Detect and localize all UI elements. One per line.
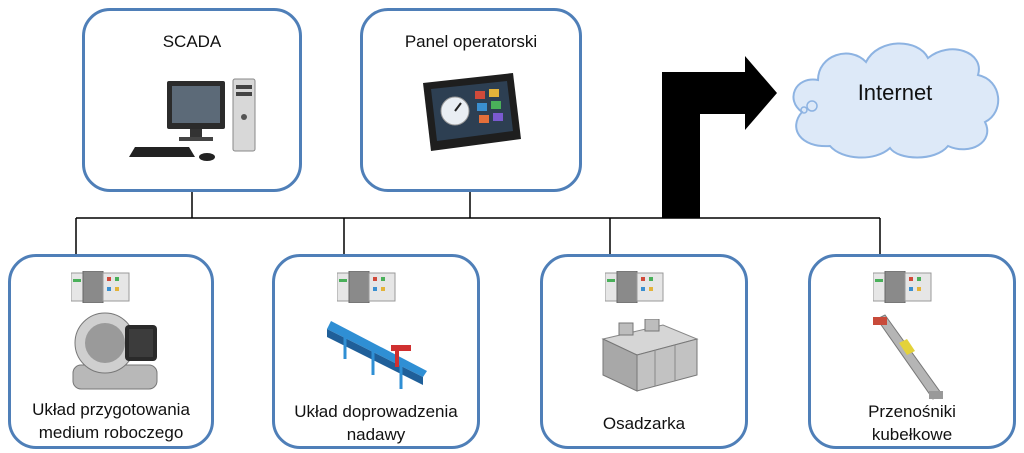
cloud-icon [792,42,1000,159]
node-uklad-doprowadzenia-label-2: nadawy [346,425,406,444]
node-przenosniki: Przenośniki kubełkowe [808,254,1016,449]
node-uklad-doprowadzenia-label-1: Układ doprowadzenia [294,402,458,421]
plc-module-icon [337,271,396,303]
node-osadzarka: Osadzarka [540,254,748,449]
cloud-label: Internet [857,80,933,105]
node-uklad-doprowadzenia: Układ doprowadzenia nadawy [272,254,480,449]
node-uklad-przygotowania-label-2: medium roboczego [38,423,184,442]
node-panel-label: Panel operatorski [404,32,538,51]
node-uklad-przygotowania: Układ przygotowania medium roboczego [8,254,214,449]
conveyor-icon [327,321,427,389]
jig-machine-icon [601,319,699,392]
node-przenosniki-label-1: Przenośniki [868,402,956,421]
node-uklad-przygotowania-label-1: Układ przygotowania [32,400,190,419]
node-osadzarka-label: Osadzarka [602,414,686,433]
node-przenosniki-label-2: kubełkowe [871,425,953,444]
node-scada: SCADA [82,8,302,192]
node-panel: Panel operatorski [360,8,582,192]
blower-icon [72,312,158,390]
internet-arrow-icon [662,56,777,218]
plc-module-icon [71,271,130,303]
desktop-computer-icon [129,78,256,161]
node-scada-label: SCADA [162,32,222,51]
plc-module-icon [873,271,932,303]
bucket-elevator-icon [873,314,943,400]
touch-panel-icon [423,73,521,151]
plc-module-icon [605,271,664,303]
